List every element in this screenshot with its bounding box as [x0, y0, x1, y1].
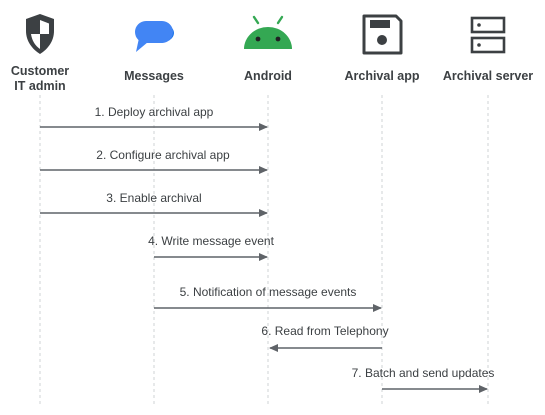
actor-label-messages: Messages [124, 69, 184, 83]
message-label: 5. Notification of message events [180, 285, 357, 299]
message-2: 2. Configure archival app [40, 148, 268, 174]
android-robot-icon [244, 15, 292, 49]
actor-android: Android [244, 15, 292, 83]
actor-messages: Messages [124, 21, 184, 83]
lifelines [39, 95, 489, 405]
message-label: 3. Enable archival [106, 191, 201, 205]
actor-label-archival-app: Archival app [344, 69, 419, 83]
message-label: 4. Write message event [148, 234, 275, 248]
actor-archival-server: Archival server [443, 16, 533, 83]
message-5: 5. Notification of message events [154, 285, 382, 312]
message-label: 7. Batch and send updates [352, 366, 495, 380]
message-3: 3. Enable archival [40, 191, 268, 217]
actor-archival-app: Archival app [344, 14, 420, 83]
message-4: 4. Write message event [148, 234, 275, 261]
messages-chat-icon [135, 21, 174, 52]
shield-icon [26, 14, 54, 54]
message-label: 2. Configure archival app [96, 148, 230, 162]
actor-label-admin-line2: IT admin [14, 79, 65, 93]
message-7: 7. Batch and send updates [352, 366, 495, 393]
save-floppy-icon [362, 14, 403, 55]
message-1: 1. Deploy archival app [40, 105, 268, 131]
actor-label-admin-line1: Customer [11, 64, 69, 78]
message-label: 1. Deploy archival app [95, 105, 214, 119]
actor-label-archival-server: Archival server [443, 69, 533, 83]
server-icon [470, 16, 506, 54]
actor-admin: Customer IT admin [11, 14, 69, 93]
actor-label-android: Android [244, 69, 292, 83]
message-6: 6. Read from Telephony [261, 324, 389, 352]
message-label: 6. Read from Telephony [261, 324, 388, 338]
